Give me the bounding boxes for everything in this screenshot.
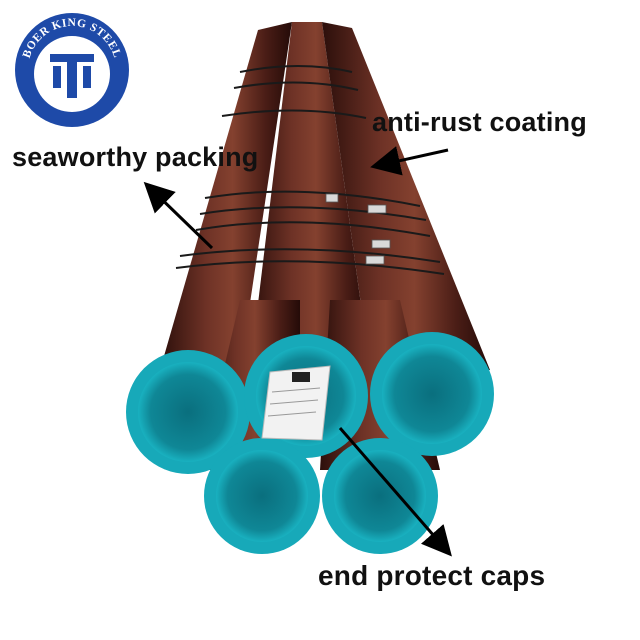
boer-king-steel-logo: BOER KING STEEL [15, 13, 129, 127]
logo-mark-icon [50, 54, 94, 98]
end-cap-bottom-right [322, 438, 438, 554]
arrow-seaworthy [143, 181, 214, 250]
arrow-end-caps [338, 427, 452, 557]
arrow-anti-rust [370, 146, 449, 176]
label-anti-rust-coating: anti-rust coating [372, 107, 587, 137]
label-end-protect-caps: end protect caps [318, 560, 546, 591]
strap-clips [325, 193, 391, 265]
end-cap-bottom-left [204, 438, 320, 554]
pipe-label-tag [261, 365, 331, 441]
pipe-back-middle [250, 22, 370, 370]
pipe-back-left [160, 22, 292, 370]
packing-straps [175, 65, 445, 275]
end-cap-top-left [126, 350, 250, 474]
label-seaworthy-packing: seaworthy packing [12, 142, 259, 172]
end-cap-top-right [370, 332, 494, 456]
pipe-back-right [322, 22, 490, 370]
